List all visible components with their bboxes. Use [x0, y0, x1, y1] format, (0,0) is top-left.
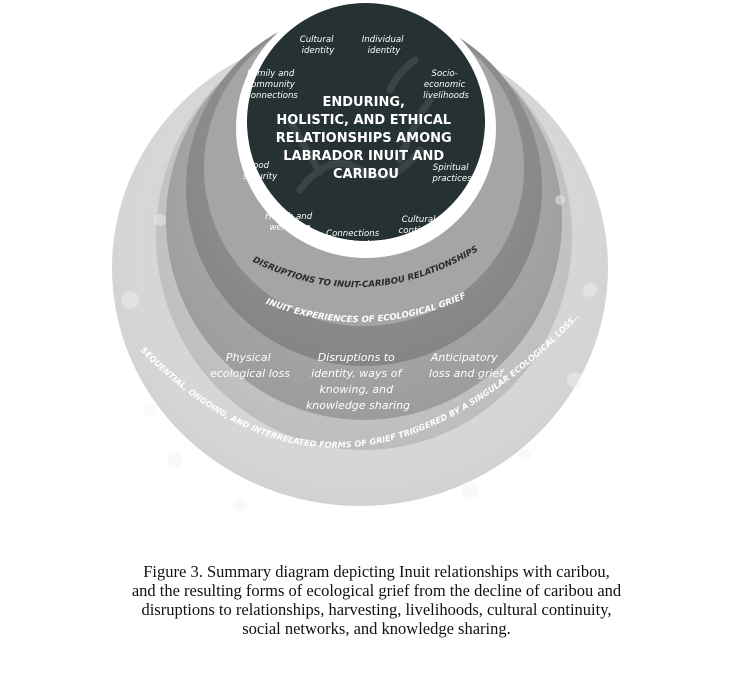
grief-form-identity-disruptions: Disruptions to identity, ways of knowing… — [306, 351, 410, 412]
aspect-socio-economic: Socio- economic livelihoods — [423, 69, 469, 101]
aspect-food-security: Food security — [243, 161, 278, 182]
ring-texture — [121, 195, 597, 512]
center-title: ENDURING, HOLISTIC, AND ETHICAL RELATION… — [276, 95, 457, 182]
aspect-family-community: Family and community connections — [246, 69, 298, 101]
ecological-grief-diagram: ENDURING, HOLISTIC, AND ETHICAL RELATION… — [112, 3, 608, 512]
grief-form-physical-loss: Physical ecological loss — [210, 351, 290, 380]
figure-caption: Figure 3. Summary diagram depicting Inui… — [30, 562, 723, 638]
aspect-cultural-identity: Cultural identity — [300, 35, 337, 56]
caption-line: and the resulting forms of ecological gr… — [131, 581, 622, 600]
caribou-antler-icon — [286, 56, 434, 194]
grief-form-anticipatory: Anticipatory loss and grief — [429, 351, 505, 380]
aspect-connections-land: Connections to land — [326, 229, 382, 250]
aspect-individual-identity: Individual identity — [362, 35, 407, 56]
aspect-spiritual-practices: Spiritual practices — [431, 163, 472, 184]
caption-line: Figure 3. Summary diagram depicting Inui… — [143, 562, 610, 581]
caption-line: social networks, and knowledge sharing. — [242, 619, 511, 638]
caption-line: disruptions to relationships, harvesting… — [141, 600, 612, 619]
aspect-health-wellbeing: Health and wellbeing — [265, 212, 315, 233]
aspect-cultural-continuity: Cultural continuity — [399, 215, 443, 236]
